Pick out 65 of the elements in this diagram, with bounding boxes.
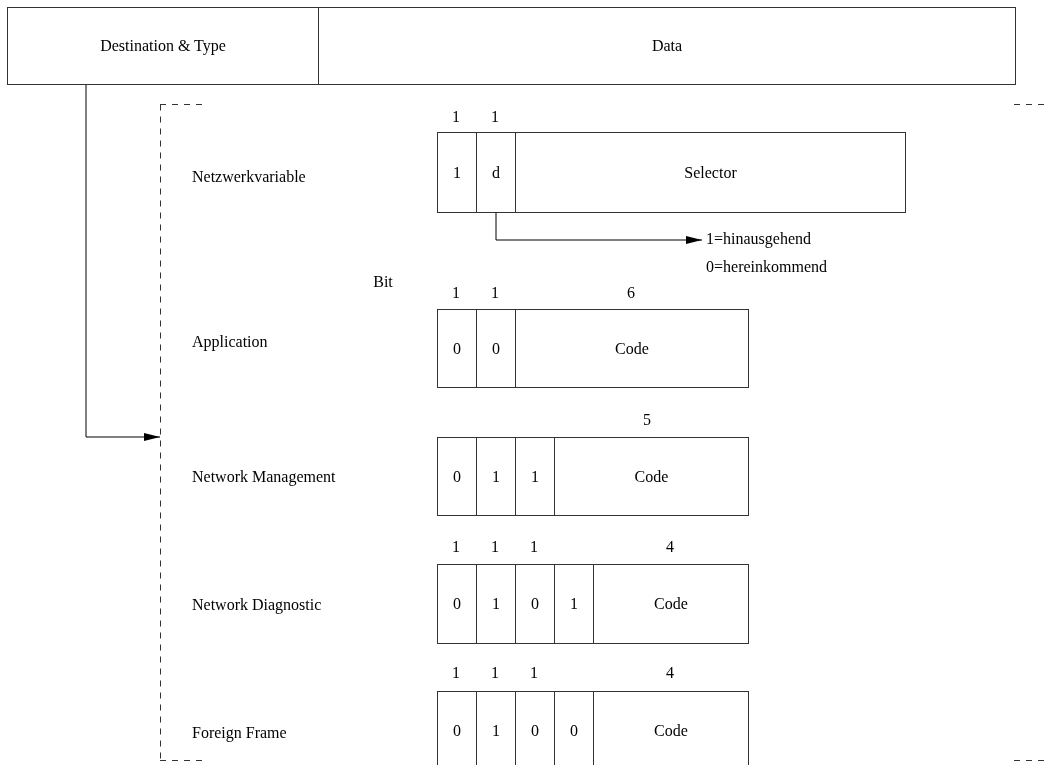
field-value: 1: [492, 467, 500, 486]
field-value: 0: [531, 722, 539, 740]
header-field: [7, 7, 319, 85]
field-cell: [476, 132, 516, 213]
field-cell: [437, 691, 477, 765]
bit-width-label: 5: [643, 411, 651, 429]
field-value: Code: [615, 339, 649, 358]
field-cell: [476, 437, 516, 516]
field-cell: [515, 309, 749, 388]
message-type-label: Application: [192, 333, 268, 351]
field-value: Code: [654, 722, 688, 740]
field-cell: [593, 564, 749, 644]
message-type-label: Foreign Frame: [192, 724, 287, 742]
field-value: 1: [570, 595, 578, 613]
field-cell: [593, 691, 749, 765]
field-value: Destination & Type: [100, 37, 226, 55]
field-cell: [476, 564, 516, 644]
field-cell: [476, 309, 516, 388]
field-value: 0: [453, 467, 461, 486]
bit-width-label: 1: [491, 108, 499, 126]
bit-width-label: 6: [627, 284, 635, 302]
message-type-label: Netzwerkvariable: [192, 168, 306, 186]
field-value: 0: [531, 595, 539, 613]
field-value: Selector: [684, 163, 737, 182]
field-value: 1: [492, 595, 500, 613]
field-cell: [515, 437, 555, 516]
bit-width-label: 1: [452, 108, 460, 126]
bit-width-label: 1: [452, 538, 460, 556]
bit-width-label: 1: [452, 664, 460, 682]
bit-width-label: 1: [491, 664, 499, 682]
field-cell: [437, 437, 477, 516]
field-cell: [515, 132, 906, 213]
bit-meaning-text: 1=hinausgehend: [706, 230, 811, 248]
field-cell: [554, 437, 749, 516]
field-cell: [437, 564, 477, 644]
field-value: 0: [453, 339, 461, 358]
field-value: 0: [453, 595, 461, 613]
field-value: d: [492, 163, 500, 182]
bit-width-label: 1: [491, 538, 499, 556]
arrow: [85, 84, 161, 441]
bit-width-label: 4: [666, 664, 674, 682]
field-value: 0: [453, 722, 461, 740]
message-type-label: Network Diagnostic: [192, 596, 322, 614]
bit-width-label: 1: [530, 664, 538, 682]
field-value: 1: [492, 722, 500, 740]
field-value: 0: [492, 339, 500, 358]
field-value: Code: [654, 595, 688, 613]
field-cell: [437, 309, 477, 388]
field-value: Data: [651, 37, 683, 55]
bit-width-label: Bit: [373, 273, 393, 291]
field-cell: [515, 564, 555, 644]
field-value: Code: [634, 467, 669, 486]
bit-width-label: 4: [666, 538, 674, 556]
field-value: 1: [531, 467, 539, 486]
field-value: 1: [453, 163, 461, 182]
arrow: [495, 212, 703, 244]
field-cell: [554, 564, 594, 644]
bit-width-label: 1: [530, 538, 538, 556]
bit-meaning-text: 0=hereinkommend: [706, 258, 827, 276]
header-field: [318, 7, 1016, 85]
bit-width-label: 1: [491, 284, 499, 302]
field-cell: [437, 132, 477, 213]
bit-width-label: 1: [452, 284, 460, 302]
field-value: 0: [570, 722, 578, 740]
message-type-label: Network Management: [192, 468, 336, 486]
